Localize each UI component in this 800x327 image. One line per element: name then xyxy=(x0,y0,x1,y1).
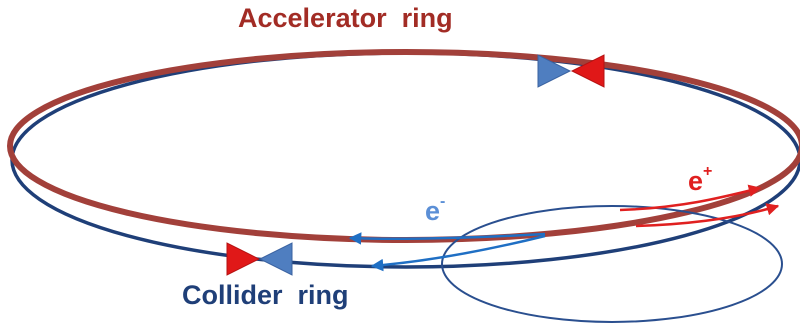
collider-ring-label: Collider ring xyxy=(182,280,349,310)
positron-arrow-upper xyxy=(619,184,762,212)
electron-symbol: e xyxy=(425,196,441,226)
collider-ring xyxy=(10,51,800,269)
positron-charge: + xyxy=(703,163,713,180)
electron-label: e- xyxy=(425,193,446,227)
electron-arrow-upper xyxy=(348,232,546,245)
positron-symbol: e xyxy=(688,166,704,196)
bowtie-magnet-icon xyxy=(537,54,605,88)
positron-label: e+ xyxy=(688,163,713,197)
positron-arrow-lower xyxy=(635,203,780,228)
bowtie-magnet-icon xyxy=(226,242,293,276)
transfer-loop xyxy=(441,205,783,323)
electron-charge: - xyxy=(440,193,446,210)
accelerator-ring-label: Accelerator ring xyxy=(238,3,453,33)
electron-arrow-lower xyxy=(370,234,546,272)
